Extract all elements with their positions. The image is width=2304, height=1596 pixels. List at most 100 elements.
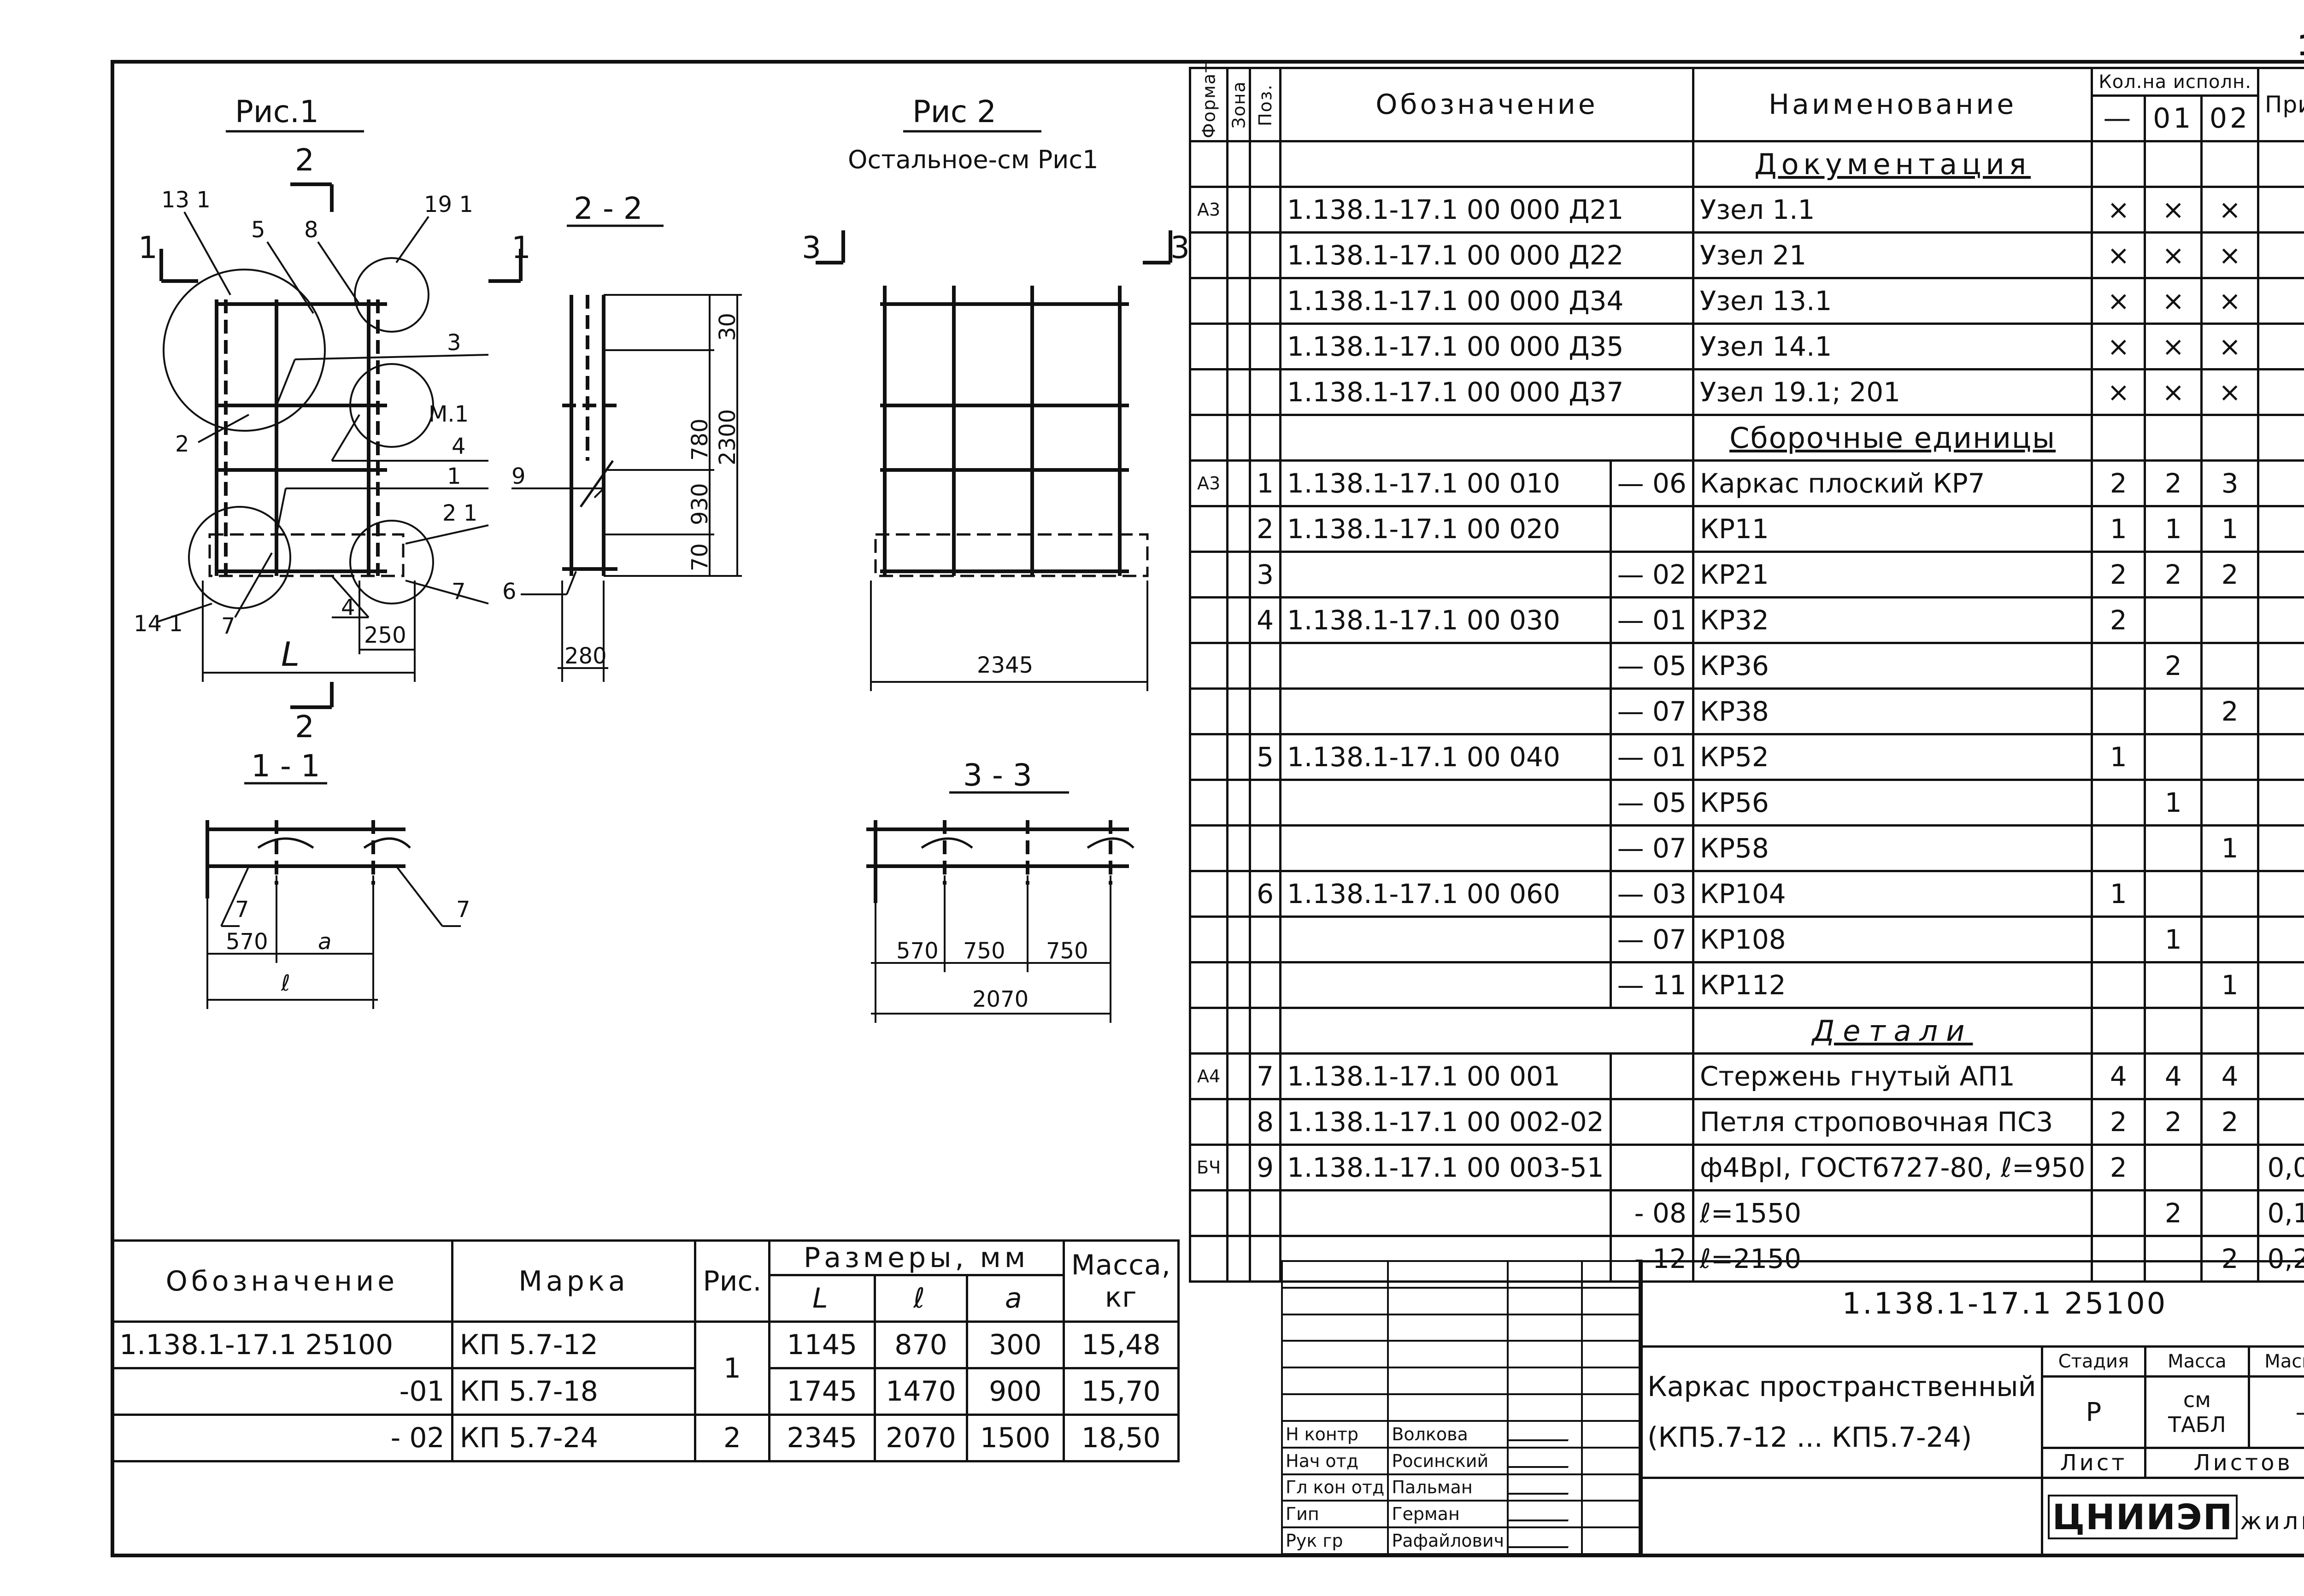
scale-value: —: [2247, 1375, 2304, 1449]
spec-name: Петля строповочная ПС3: [1692, 1098, 2093, 1146]
spec-designation: 1.138.1-17.1 00 000 Д35: [1279, 323, 1694, 370]
col-note: Примеч: [2257, 67, 2304, 142]
spec-qty-0: ×: [2091, 277, 2146, 325]
spec-zone: [1226, 779, 1252, 827]
spec-suffix: — 05: [1609, 642, 1694, 690]
page-number: 128: [2297, 29, 2304, 62]
spec-qty-1: [2144, 870, 2203, 918]
section-docs: Документация: [1692, 140, 2093, 188]
spec-note: [2257, 596, 2304, 644]
spec-zone: [1226, 1098, 1252, 1146]
signature-icon: [1508, 1449, 1575, 1468]
role: Н контр: [1281, 1420, 1389, 1449]
spec-name: Узел 1.1: [1692, 186, 2093, 234]
signature-icon: [1508, 1529, 1575, 1548]
spec-zone: [1226, 277, 1252, 325]
callout-6: 6: [502, 579, 517, 604]
spec-note: [2257, 1098, 2304, 1146]
spec-qty-1: [2144, 1144, 2203, 1191]
col-zone: Зона: [1227, 68, 1250, 141]
spec-qty-2: 3: [2200, 459, 2259, 507]
stage-header: Стадия: [2040, 1345, 2147, 1378]
spec-qty-2: 4: [2200, 1052, 2259, 1100]
col-format: Формат: [1190, 62, 1228, 141]
spec-format: [1188, 779, 1229, 827]
spec-designation: [1279, 1189, 1612, 1237]
spec-suffix: — 07: [1609, 915, 1694, 963]
callout-13-1: 13 1: [161, 187, 211, 213]
section-assemblies: Сборочные единицы: [1692, 414, 2093, 462]
cut-mark-1-left: 1: [138, 230, 158, 265]
marks-col-mark: Марка: [451, 1239, 697, 1323]
col-designation: Обозначение: [1279, 67, 1694, 142]
dim-780: 780: [687, 418, 713, 461]
callout-m1: М.1: [429, 401, 469, 427]
spec-qty-1: [2144, 596, 2203, 644]
spec-name: КР32: [1692, 596, 2093, 644]
spec-name: Каркас плоский КР7: [1692, 459, 2093, 507]
callout-8: 8: [304, 217, 318, 243]
spec-position: [1249, 1235, 1282, 1283]
spec-zone: [1226, 1235, 1252, 1283]
spec-qty-1: [2144, 733, 2203, 781]
spec-designation: [1279, 824, 1612, 872]
fig1-title: Рис.1: [235, 94, 319, 129]
spec-zone: [1226, 1144, 1252, 1191]
callout-7-right: 7: [452, 579, 466, 604]
callout-7-s11-left: 7: [235, 897, 249, 922]
spec-name: КР108: [1692, 915, 2093, 963]
spec-zone: [1226, 642, 1252, 690]
spec-qty-0: [2091, 824, 2146, 872]
spec-format: [1188, 687, 1229, 735]
spec-designation: [1279, 779, 1612, 827]
spec-name: Узел 19.1; 201: [1692, 368, 2093, 416]
marks-designation: -01: [111, 1367, 453, 1416]
spec-zone: [1226, 870, 1252, 918]
callout-5: 5: [251, 217, 265, 243]
cut-mark-2-bottom: 2: [295, 709, 314, 745]
person-name: Росинский: [1387, 1446, 1509, 1475]
spec-qty-0: ×: [2091, 368, 2146, 416]
spec-qty-2: ×: [2200, 186, 2259, 234]
spec-qty-1: [2144, 824, 2203, 872]
spec-name: КР11: [1692, 505, 2093, 553]
dim-30: 30: [715, 313, 741, 341]
spec-designation: [1279, 687, 1612, 735]
section-1-1-title: 1 - 1: [251, 748, 320, 784]
marks-mass: 18,50: [1062, 1414, 1180, 1462]
spec-name: КР21: [1692, 551, 2093, 598]
fig2-note: Остальное-см Рис1: [848, 145, 1098, 174]
dim-L: L: [281, 635, 300, 674]
spec-format: [1188, 733, 1229, 781]
spec-qty-2: 1: [2200, 505, 2259, 553]
spec-qty-0: ×: [2091, 231, 2146, 279]
spec-note: [2257, 231, 2304, 279]
spec-position: [1249, 1189, 1282, 1237]
spec-qty-0: [2091, 779, 2146, 827]
spec-name: КР56: [1692, 779, 2093, 827]
spec-qty-0: 1: [2091, 733, 2146, 781]
spec-qty-1: 4: [2144, 1052, 2203, 1100]
spec-suffix: — 06: [1609, 459, 1694, 507]
spec-position: 9: [1249, 1144, 1282, 1191]
spec-designation: 1.138.1-17.1 00 020: [1279, 505, 1612, 553]
spec-note: [2257, 779, 2304, 827]
signature-icon: [1508, 1476, 1575, 1495]
spec-note: [2257, 551, 2304, 598]
spec-suffix: - 08: [1609, 1189, 1694, 1237]
spec-qty-0: ×: [2091, 186, 2146, 234]
spec-format: А4: [1188, 1052, 1229, 1100]
